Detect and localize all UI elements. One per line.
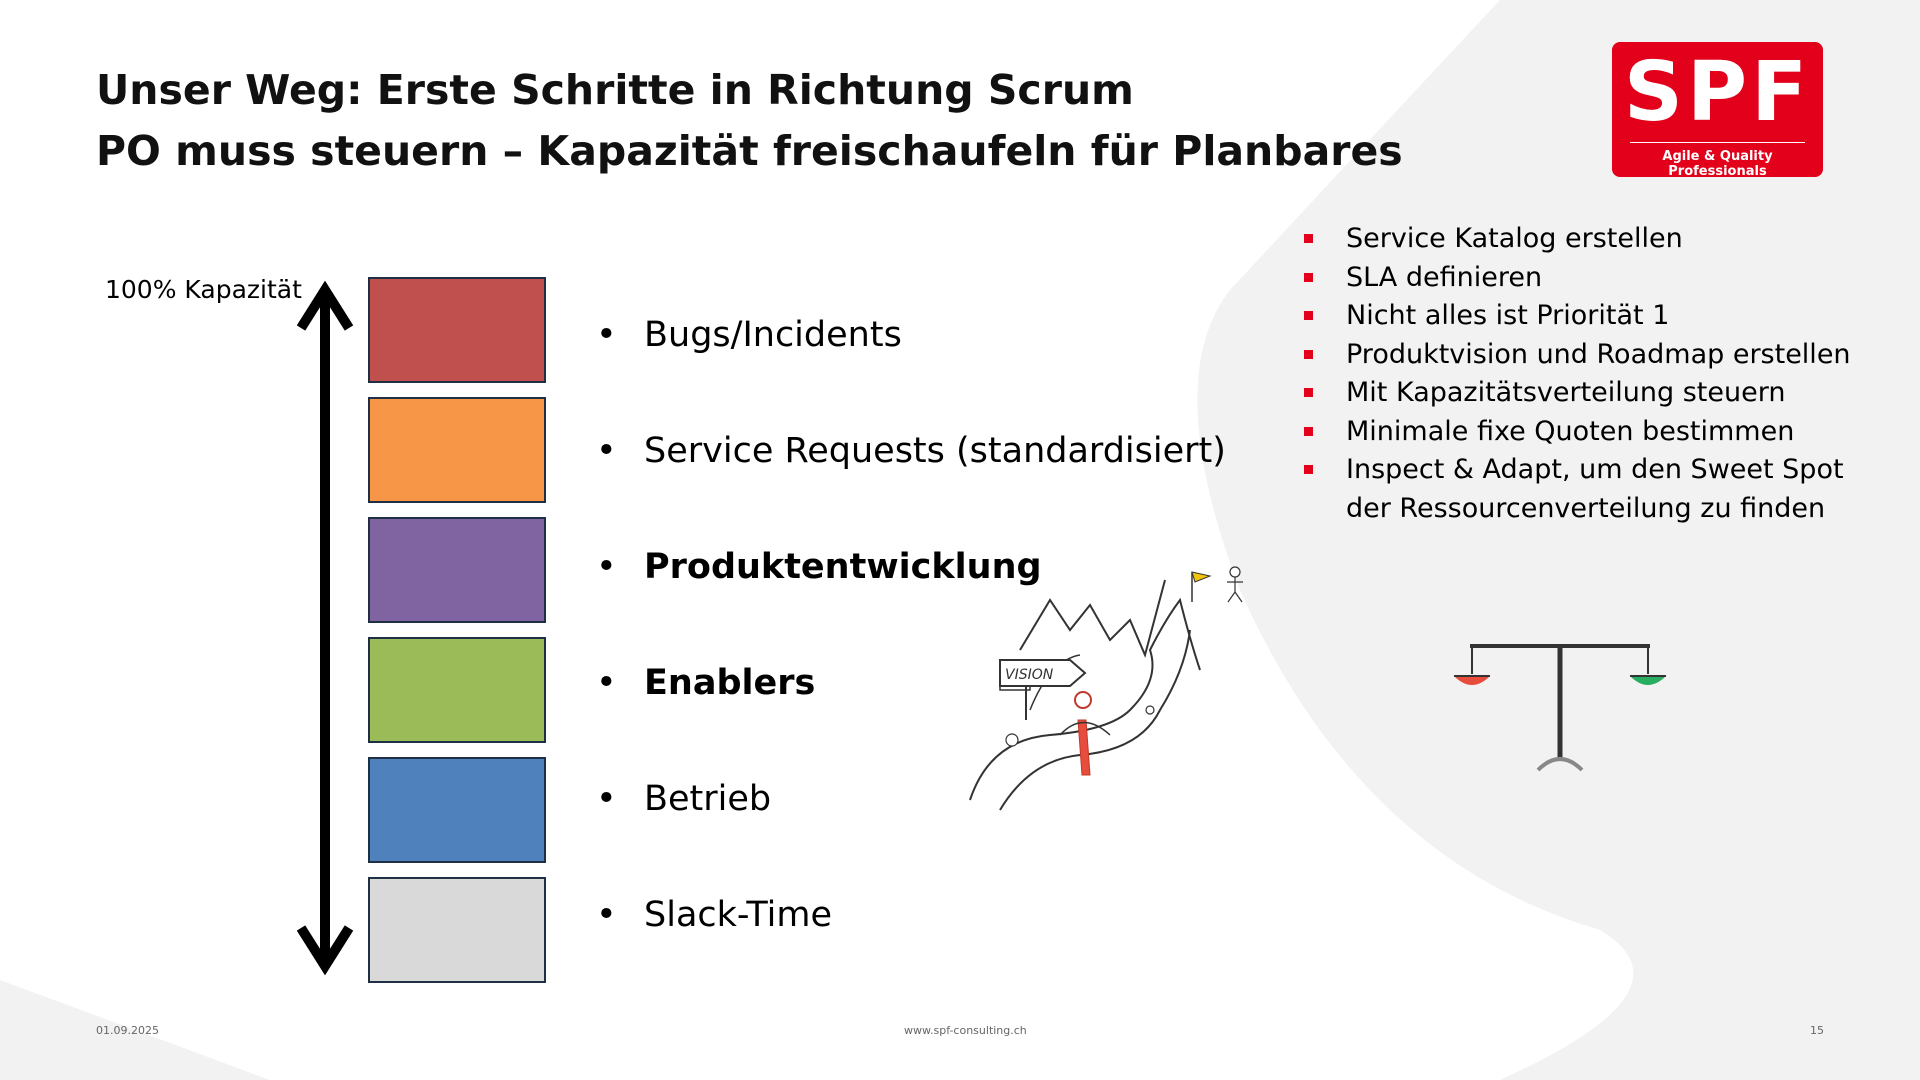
capacity-category-item: • Enablers	[596, 648, 1226, 764]
slide-title: Unser Weg: Erste Schritte in Richtung Sc…	[96, 60, 1403, 182]
capacity-block	[368, 757, 546, 863]
action-list-item: Minimale fixe Quoten bestimmen	[1300, 413, 1860, 452]
square-bullet-icon	[1304, 388, 1313, 397]
bullet-icon: •	[596, 779, 617, 819]
capacity-category-label: Enablers	[644, 663, 816, 703]
bullet-icon: •	[596, 315, 617, 355]
action-list-text: Mit Kapazitätsverteilung steuern	[1346, 377, 1786, 408]
action-list-text: SLA definieren	[1346, 261, 1543, 293]
spf-logo: SPF Agile & Quality Professionals	[1612, 42, 1823, 179]
square-bullet-icon	[1304, 272, 1313, 282]
capacity-label: 100% Kapazität	[105, 275, 302, 304]
square-bullet-icon	[1304, 311, 1313, 320]
capacity-stack	[368, 277, 546, 997]
action-list-text: Nicht alles ist Priorität 1	[1346, 300, 1670, 331]
vision-sign-text: VISION	[1005, 667, 1054, 683]
action-list-text: Service Katalog erstellen	[1346, 223, 1683, 254]
balance-scale-icon	[1454, 644, 1666, 772]
capacity-category-item: • Slack-Time	[596, 880, 1226, 996]
bullet-icon: •	[596, 431, 617, 471]
action-list-item: Nicht alles ist Priorität 1	[1300, 297, 1860, 336]
bullet-icon: •	[596, 895, 617, 935]
capacity-category-label: Service Requests (standardisiert)	[644, 431, 1226, 471]
action-list-item: Inspect & Adapt, um den Sweet Spot der R…	[1300, 451, 1860, 528]
page-number: 15	[1810, 1024, 1824, 1037]
capacity-block	[368, 877, 546, 983]
capacity-block	[368, 637, 546, 743]
capacity-category-item: • Bugs/Incidents	[596, 300, 1226, 416]
capacity-block	[368, 397, 546, 503]
square-bullet-icon	[1304, 349, 1313, 359]
capacity-category-item: • Produktentwicklung	[596, 532, 1226, 648]
capacity-category-label: Bugs/Incidents	[644, 315, 902, 355]
capacity-category-label: Produktentwicklung	[644, 547, 1042, 587]
action-list-text: Produktvision und Roadmap erstellen	[1346, 338, 1851, 370]
footer-url[interactable]: www.spf-consulting.ch	[904, 1024, 1027, 1037]
capacity-category-label: Betrieb	[644, 779, 772, 819]
double-arrow-icon	[296, 280, 354, 976]
capacity-category-label: Slack-Time	[644, 895, 832, 935]
action-list-item: Produktvision und Roadmap erstellen	[1300, 336, 1860, 375]
capacity-block	[368, 517, 546, 623]
capacity-category-item: • Betrieb	[596, 764, 1226, 880]
action-list-item: Mit Kapazitätsverteilung steuern	[1300, 374, 1860, 413]
square-bullet-icon	[1304, 234, 1313, 243]
action-list-text: Inspect & Adapt, um den Sweet Spot der R…	[1346, 454, 1844, 524]
footer-date: 01.09.2025	[96, 1024, 159, 1037]
logo-tagline: Agile & Quality Professionals	[1662, 149, 1773, 179]
capacity-category-list: • Bugs/Incidents • Service Requests (standa…	[596, 300, 1226, 996]
square-bullet-icon	[1304, 465, 1313, 474]
bullet-icon: •	[596, 547, 617, 587]
action-list-item: SLA definieren	[1300, 259, 1860, 298]
title-line-2: PO muss steuern – Kapazität freischaufel…	[96, 127, 1403, 175]
title-line-1: Unser Weg: Erste Schritte in Richtung Sc…	[96, 66, 1134, 114]
vision-mountain-illustration: VISION	[969, 566, 1243, 811]
action-list-item: Service Katalog erstellen	[1300, 220, 1860, 259]
square-bullet-icon	[1304, 426, 1313, 436]
capacity-block	[368, 277, 546, 383]
bullet-icon: •	[596, 663, 617, 703]
logo-letters: SPF	[1623, 45, 1812, 140]
capacity-category-item: • Service Requests (standardisiert)	[596, 416, 1226, 532]
logo-divider	[1630, 142, 1805, 143]
action-list-text: Minimale fixe Quoten bestimmen	[1346, 415, 1795, 447]
